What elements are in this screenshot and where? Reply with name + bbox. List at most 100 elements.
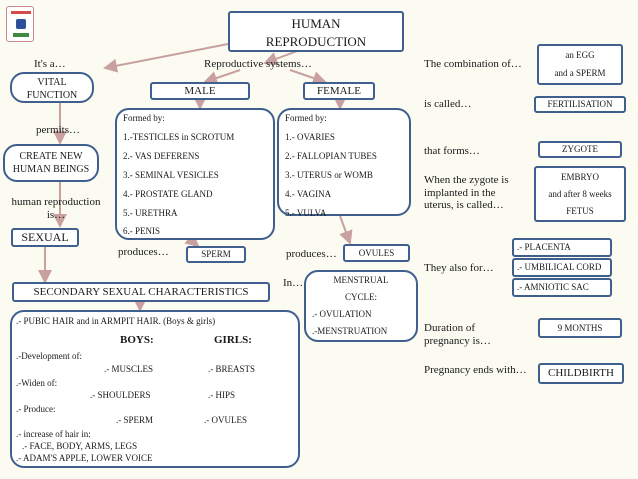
combination-label: The combination of… [424, 58, 522, 70]
development-of: .-Development of: [16, 351, 82, 361]
female-heading: Formed by: [285, 113, 327, 123]
female-item-5: 5.- VULVA [285, 208, 327, 218]
muscles-item: .- MUSCLES [104, 364, 154, 374]
after-8-weeks-text: and after 8 weeks [548, 189, 612, 199]
female-item-4: 4.- VAGINA [285, 189, 332, 199]
duration-line1: Duration of [424, 322, 476, 334]
male-text: MALE [184, 85, 216, 97]
title-box: HUMAN REPRODUCTION [228, 11, 404, 52]
fertilisation-box: FERTILISATION [534, 96, 626, 113]
human-repro-line2: is… [46, 208, 66, 221]
female-item-1: 1.- OVARIES [285, 132, 335, 142]
amniotic-sac-box: .- AMNIOTIC SAC [512, 278, 612, 297]
adams-apple-item: .- ADAM'S APPLE, LOWER VOICE [16, 453, 153, 463]
secondary-list-box: .- PUBIC HAIR and in ARMPIT HAIR. (Boys … [10, 310, 300, 468]
human-reproduction-label: human reproduction is… [2, 196, 110, 221]
female-text: FEMALE [317, 85, 361, 97]
arrow-female-list-to-ovules [339, 215, 353, 245]
human-repro-line1: human reproduction [11, 196, 101, 208]
ovules-text: OVULES [358, 248, 395, 258]
title-line1: HUMAN [291, 16, 341, 31]
male-item-2: 2.- VAS DEFERENS [123, 151, 200, 161]
arrow-title-to-systems [263, 49, 301, 66]
placenta-box: .- PLACENTA [512, 238, 612, 257]
amniotic-sac-text: .- AMNIOTIC SAC [517, 282, 589, 292]
zygote-box: ZYGOTE [538, 141, 622, 158]
male-organs-box: Formed by: 1.-TESTICLES in SCROTUM 2.- V… [115, 108, 275, 240]
girls-heading: GIRLS: [214, 334, 252, 346]
sperm-box: SPERM [186, 246, 246, 263]
male-box: MALE [150, 82, 250, 100]
secondary-intro: .- PUBIC HAIR and in ARMPIT HAIR. (Boys … [16, 316, 216, 326]
its-a-label: It's a… [34, 58, 66, 70]
male-item-4: 4.- PROSTATE GLAND [123, 189, 213, 199]
fetus-text: FETUS [566, 206, 594, 216]
male-heading: Formed by: [123, 113, 165, 123]
produce-label: .- Produce: [16, 404, 56, 414]
male-item-5: 5.- URETHRA [123, 208, 178, 218]
fertilisation-text: FERTILISATION [547, 99, 613, 109]
sexual-text: SEXUAL [21, 230, 69, 244]
arrow-male-list-to-sperm [184, 232, 200, 248]
implanted-line1: When the zygote is [424, 174, 509, 186]
forms-label: that forms… [424, 145, 480, 157]
permits-label: permits… [36, 124, 80, 136]
title-line2: REPRODUCTION [265, 33, 367, 49]
nine-months-text: 9 MONTHS [557, 323, 603, 333]
menstrual-line2: CYCLE: [344, 292, 377, 302]
vital-line2: FUNCTION [26, 89, 78, 101]
vital-function-box: VITAL FUNCTION [10, 72, 94, 103]
ovules-box: OVULES [343, 244, 410, 262]
implanted-line2: implanted in the [424, 186, 496, 199]
nine-months-box: 9 MONTHS [538, 318, 622, 338]
duration-label: Duration of pregnancy is… [424, 322, 491, 347]
boys-heading: BOYS: [120, 334, 154, 346]
sec-sperm-item: .- SPERM [116, 415, 154, 425]
arrow-systems-to-female [289, 69, 327, 85]
and-sperm-text: and a SPERM [554, 68, 606, 78]
menstrual-cycle-box: MENSTRUAL CYCLE: .- OVULATION .-MENSTRUA… [304, 270, 418, 342]
school-logo [6, 6, 34, 42]
sperm-text: SPERM [201, 249, 231, 259]
arrow-title-to-left [103, 43, 229, 73]
umbilical-cord-box: .- UMBILICAL CORD [512, 258, 612, 277]
male-item-1: 1.-TESTICLES in SCROTUM [123, 132, 235, 142]
female-item-2: 2.- FALLOPIAN TUBES [285, 151, 377, 161]
embryo-fetus-box: EMBRYO and after 8 weeks FETUS [534, 166, 626, 222]
menstrual-line1: MENSTRUAL [333, 275, 389, 285]
in-label: In… [283, 277, 304, 289]
hair-increase: .- increase of hair in: [16, 429, 91, 439]
zygote-text: ZYGOTE [562, 144, 598, 154]
face-body-item: .- FACE, BODY, ARMS, LEGS [22, 441, 138, 451]
egg-text: an EGG [565, 50, 595, 60]
secondary-header-box: SECONDARY SEXUAL CHARACTERISTICS [12, 282, 270, 302]
childbirth-box: CHILDBIRTH [538, 363, 624, 384]
menstrual-item-1: .- OVULATION [312, 309, 372, 319]
create-line2: HUMAN BEINGS [12, 163, 90, 175]
sexual-box: SEXUAL [11, 228, 79, 247]
arrow-systems-to-male [203, 69, 241, 85]
egg-sperm-box: an EGG and a SPERM [537, 44, 623, 85]
implanted-label: When the zygote is implanted in the uter… [424, 174, 509, 212]
menstrual-item-2: .-MENSTRUATION [312, 326, 388, 336]
umbilical-cord-text: .- UMBILICAL CORD [517, 262, 602, 272]
embryo-text: EMBRYO [560, 172, 599, 182]
create-line1: CREATE NEW [19, 151, 83, 162]
female-box: FEMALE [303, 82, 375, 100]
childbirth-text: CHILDBIRTH [548, 367, 614, 379]
also-for-label: They also for… [424, 262, 494, 274]
female-item-3: 3.- UTERUS or WOMB [285, 170, 373, 180]
male-item-6: 6.- PENIS [123, 226, 161, 236]
create-human-beings-box: CREATE NEW HUMAN BEINGS [3, 144, 99, 182]
male-item-3: 3.- SEMINAL VESICLES [123, 170, 219, 180]
sec-ovules-item: .- OVULES [204, 415, 247, 425]
reproductive-systems-label: Reproductive systems… [204, 58, 312, 70]
secondary-header-text: SECONDARY SEXUAL CHARACTERISTICS [33, 286, 249, 298]
female-produces-label: produces… [286, 248, 337, 260]
pregnancy-ends-label: Pregnancy ends with… [424, 364, 527, 376]
placenta-text: .- PLACENTA [517, 242, 571, 252]
shoulders-item: .- SHOULDERS [90, 390, 151, 400]
breasts-item: .- BREASTS [208, 364, 256, 374]
widen-of: .-Widen of: [16, 378, 58, 388]
